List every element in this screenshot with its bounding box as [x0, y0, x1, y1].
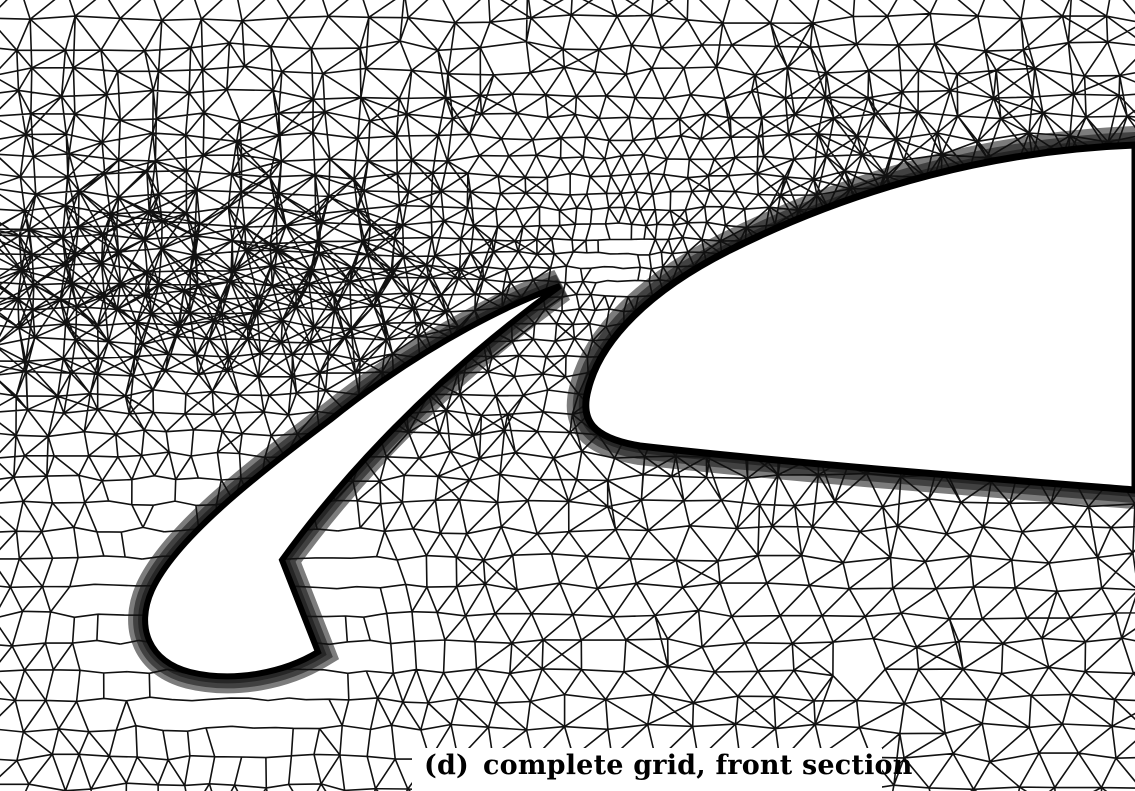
figure-caption: (d) complete grid, front section — [424, 750, 913, 781]
main-airfoil — [582, 141, 1135, 494]
figure-caption-text: complete grid, front section — [483, 750, 913, 781]
caption-background — [412, 748, 882, 791]
figure-label: (d) — [424, 750, 470, 781]
slat-airfoil — [142, 283, 562, 680]
